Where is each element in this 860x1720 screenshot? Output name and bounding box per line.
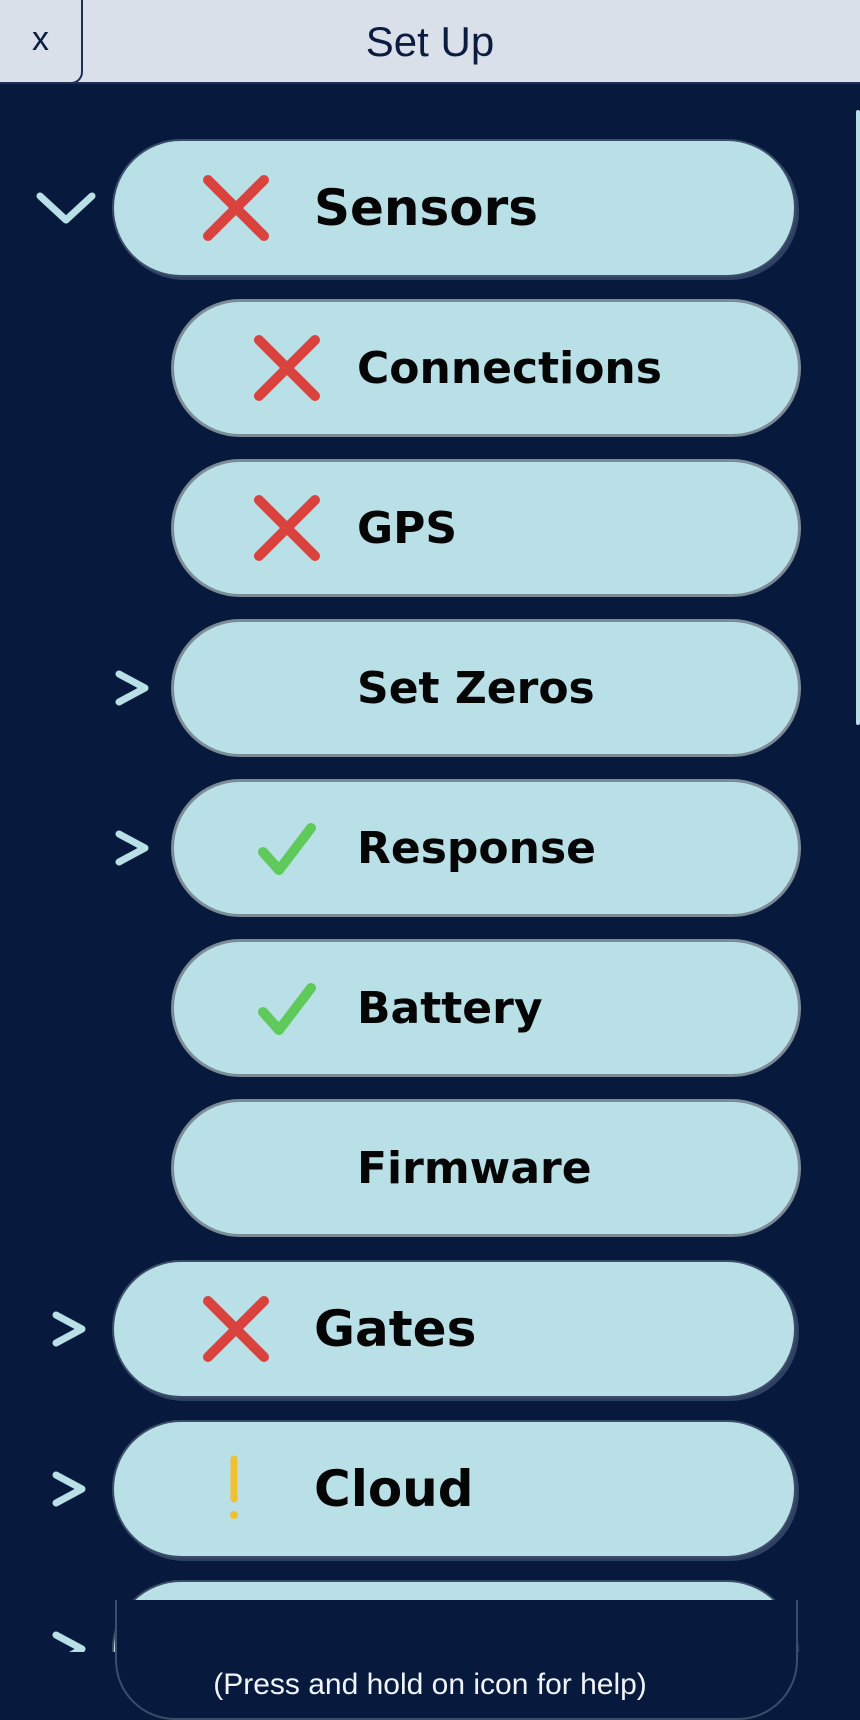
setup-item-cloud[interactable]: Cloud bbox=[112, 1420, 796, 1558]
setup-item-label: Battery bbox=[357, 982, 543, 1034]
chevron-right-icon[interactable] bbox=[48, 1307, 92, 1351]
setup-item-label: Cloud bbox=[314, 1460, 474, 1518]
chevron-down-icon[interactable] bbox=[34, 186, 98, 230]
error-x-icon[interactable] bbox=[200, 1293, 272, 1365]
setup-item-connections[interactable]: Connections bbox=[171, 299, 801, 437]
setup-item-response[interactable]: Response bbox=[171, 779, 801, 917]
header-bar bbox=[0, 0, 860, 84]
setup-item-sensors[interactable]: Sensors bbox=[112, 139, 796, 277]
close-button[interactable]: x bbox=[0, 0, 83, 84]
help-hint: (Press and hold on icon for help) bbox=[213, 1668, 647, 1701]
setup-item-label: Set Zeros bbox=[357, 662, 595, 714]
setup-item-label: Gates bbox=[314, 1300, 477, 1358]
setup-item-gates[interactable]: Gates bbox=[112, 1260, 796, 1398]
chevron-right-icon[interactable] bbox=[48, 1467, 92, 1511]
scrollbar[interactable] bbox=[856, 110, 860, 725]
setup-item-label: GPS bbox=[357, 502, 458, 554]
check-icon[interactable] bbox=[251, 812, 323, 884]
setup-item-gps[interactable]: GPS bbox=[171, 459, 801, 597]
error-x-icon[interactable] bbox=[251, 332, 323, 404]
warning-icon[interactable] bbox=[200, 1453, 272, 1525]
check-icon[interactable] bbox=[251, 972, 323, 1044]
setup-item-label: Response bbox=[357, 822, 596, 874]
setup-item-firmware[interactable]: Firmware bbox=[171, 1099, 801, 1237]
setup-item-battery[interactable]: Battery bbox=[171, 939, 801, 1077]
error-x-icon[interactable] bbox=[200, 172, 272, 244]
setup-item-label: Firmware bbox=[357, 1142, 592, 1194]
chevron-right-icon[interactable] bbox=[111, 826, 155, 870]
setup-item-set-zeros[interactable]: Set Zeros bbox=[171, 619, 801, 757]
setup-item-label: Connections bbox=[357, 342, 662, 394]
page-title: Set Up bbox=[365, 18, 495, 65]
chevron-right-icon[interactable] bbox=[111, 666, 155, 710]
setup-item-label: Sensors bbox=[314, 179, 539, 237]
footer-frame bbox=[115, 1600, 798, 1720]
error-x-icon[interactable] bbox=[251, 492, 323, 564]
